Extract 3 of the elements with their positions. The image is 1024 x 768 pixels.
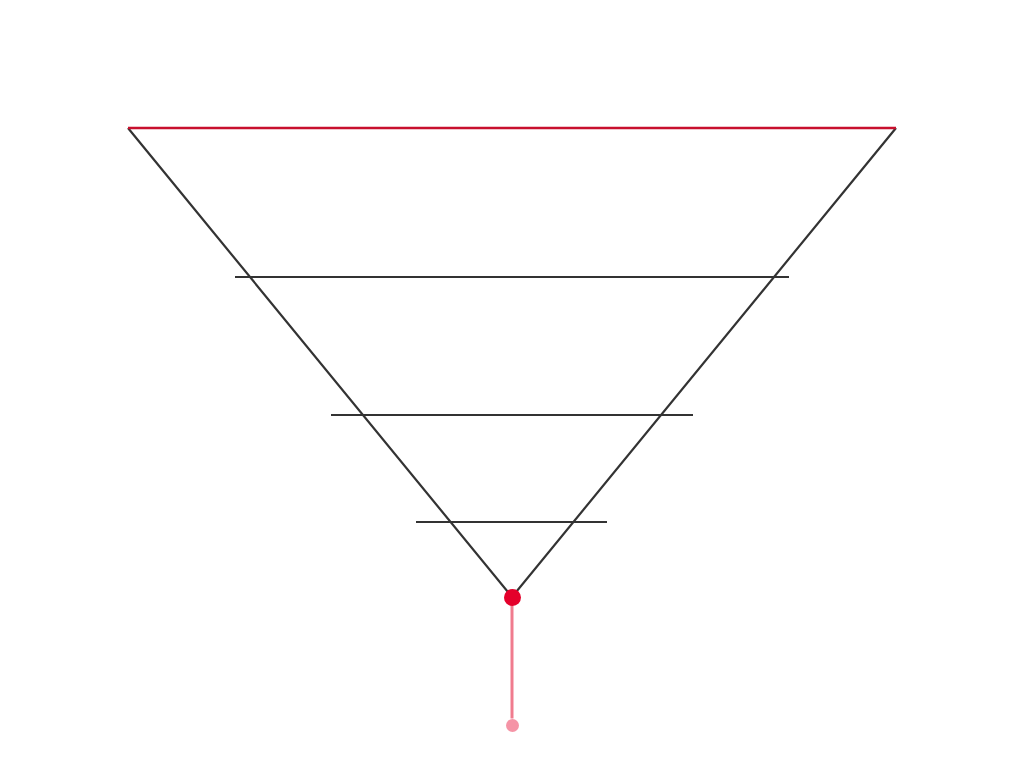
dot — [505, 718, 519, 732]
connector-line — [510, 605, 514, 719]
dot — [503, 588, 521, 606]
